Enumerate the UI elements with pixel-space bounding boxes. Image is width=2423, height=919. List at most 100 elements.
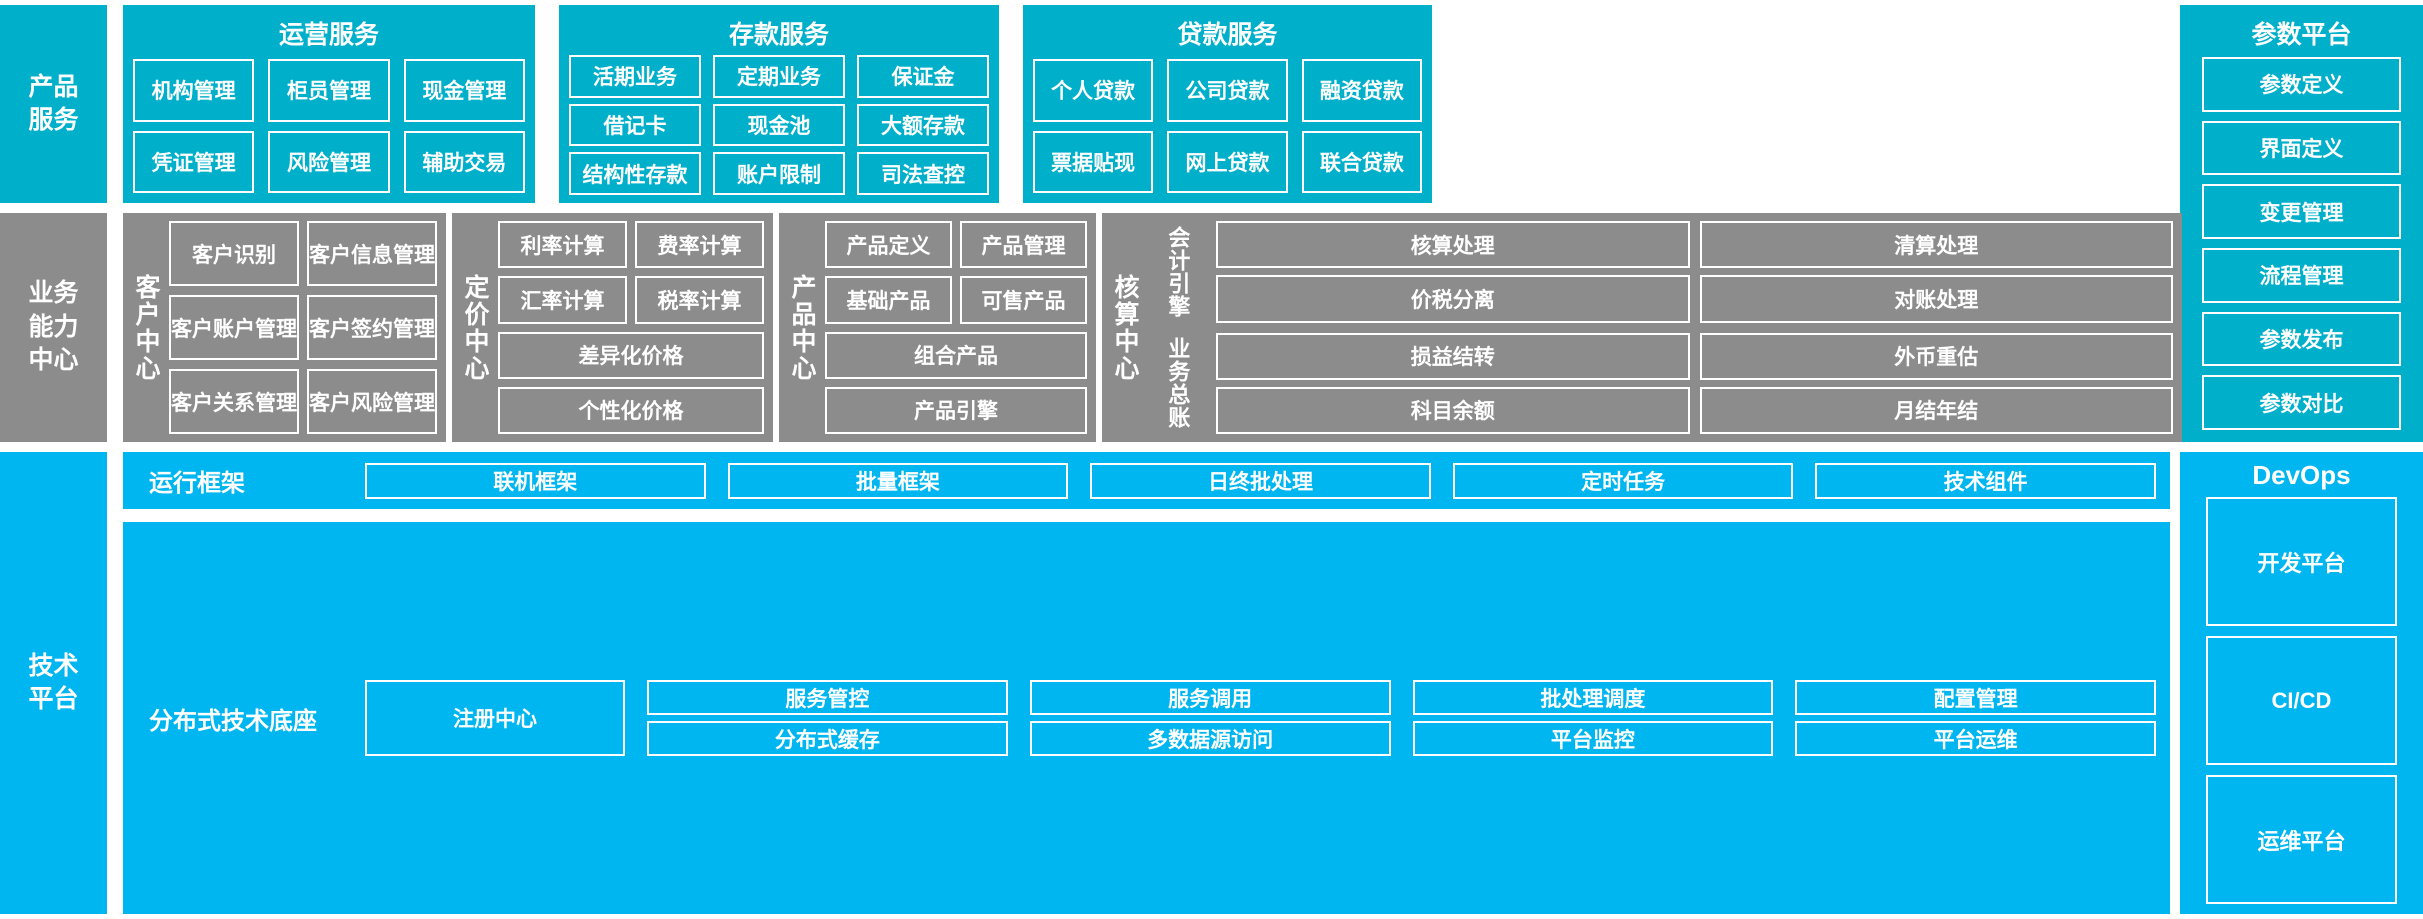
cell-customer-center-3[interactable]: 客户签约管理 xyxy=(307,295,437,360)
cell-pricing-center-2[interactable]: 汇率计算 xyxy=(498,276,627,324)
distributed-base-body: 注册中心 服务管控 服务调用 批处理调度 配置管理 分布式缓存 多数据源访问 平… xyxy=(365,680,2156,756)
cell-distributed-base-5[interactable]: 多数据源访问 xyxy=(1029,721,1391,756)
loan-service-grid: 个人贷款 公司贷款 融资贷款 票据贴现 网上贷款 联合贷款 xyxy=(1023,51,1432,203)
cell-customer-center-4[interactable]: 客户关系管理 xyxy=(169,369,299,434)
vertical-label-accounting-center: 核算中心 xyxy=(1111,273,1139,382)
cell-pricing-center-3[interactable]: 税率计算 xyxy=(635,276,764,324)
cell-product-center-wide-0[interactable]: 组合产品 xyxy=(825,331,1087,379)
cell-devops-0[interactable]: 开发平台 xyxy=(2206,497,2397,626)
technical-platform-stack: 运行框架 联机框架 批量框架 日终批处理 定时任务 技术组件 分布式技术底座 注… xyxy=(123,452,2170,914)
cell-customer-center-2[interactable]: 客户账户管理 xyxy=(169,295,299,360)
cell-deposit-service-4[interactable]: 现金池 xyxy=(713,103,845,147)
cell-runtime-framework-3[interactable]: 定时任务 xyxy=(1452,462,1794,499)
cell-deposit-service-3[interactable]: 借记卡 xyxy=(569,103,701,147)
cell-runtime-framework-1[interactable]: 批量框架 xyxy=(727,462,1069,499)
cell-operation-service-2[interactable]: 现金管理 xyxy=(403,59,525,122)
cell-devops-1[interactable]: CI/CD xyxy=(2206,636,2397,765)
layer-label-line-1: 业务 xyxy=(28,279,79,308)
cell-loan-service-5[interactable]: 联合贷款 xyxy=(1301,130,1422,193)
cell-distributed-base-6[interactable]: 平台监控 xyxy=(1412,721,1774,756)
cell-loan-service-2[interactable]: 融资贷款 xyxy=(1301,59,1422,122)
cell-distributed-base-3[interactable]: 配置管理 xyxy=(1795,680,2156,715)
parameter-platform-list: 参数定义 界面定义 变更管理 流程管理 参数发布 参数对比 xyxy=(2180,57,2423,434)
cell-product-center-3[interactable]: 可售产品 xyxy=(960,276,1087,324)
cell-runtime-framework-4[interactable]: 技术组件 xyxy=(1815,462,2156,499)
cell-product-center-0[interactable]: 产品定义 xyxy=(825,221,952,269)
cell-loan-service-1[interactable]: 公司贷款 xyxy=(1167,59,1288,122)
row-title-runtime-framework: 运行框架 xyxy=(149,470,245,497)
cell-loan-service-0[interactable]: 个人贷款 xyxy=(1033,59,1154,122)
distributed-base-registry: 注册中心 xyxy=(365,680,625,756)
runtime-framework-cells: 联机框架 批量框架 日终批处理 定时任务 技术组件 xyxy=(365,462,2156,499)
cell-devops-2[interactable]: 运维平台 xyxy=(2206,775,2397,904)
cell-operation-service-3[interactable]: 凭证管理 xyxy=(133,130,255,193)
distributed-base-cells: 服务管控 服务调用 批处理调度 配置管理 分布式缓存 多数据源访问 平台监控 平… xyxy=(647,680,2156,756)
cell-customer-center-0[interactable]: 客户识别 xyxy=(169,221,299,286)
cell-operation-service-0[interactable]: 机构管理 xyxy=(133,59,255,122)
pricing-center-body: 定价中心 利率计算 费率计算 汇率计算 税率计算 差异化价格 个性化价格 xyxy=(452,213,773,442)
panel-title-devops: DevOps xyxy=(2252,460,2351,490)
cell-general-ledger-3[interactable]: 月结年结 xyxy=(1699,386,2173,434)
row-title-distributed-base: 分布式技术底座 xyxy=(149,707,317,735)
cell-general-ledger-0[interactable]: 损益结转 xyxy=(1216,332,1690,380)
cell-deposit-service-2[interactable]: 保证金 xyxy=(857,55,989,98)
cell-parameter-platform-5[interactable]: 参数对比 xyxy=(2202,375,2401,430)
cell-parameter-platform-4[interactable]: 参数发布 xyxy=(2202,311,2401,367)
panel-accounting-center: 核算中心 会计引擎 核算处理 清算处理 价税分离 对账处理 业务总账 xyxy=(1102,213,2182,442)
cell-general-ledger-1[interactable]: 外币重估 xyxy=(1699,332,2173,380)
row-distributed-base: 分布式技术底座 注册中心 服务管控 服务调用 批处理调度 配置管理 分布式缓存 … xyxy=(123,522,2170,914)
cell-deposit-service-8[interactable]: 司法查控 xyxy=(857,152,989,195)
cell-loan-service-3[interactable]: 票据贴现 xyxy=(1033,130,1154,193)
cell-pricing-center-1[interactable]: 费率计算 xyxy=(635,221,764,269)
layer-label-technical-platform: 技术 平台 xyxy=(0,452,107,914)
cell-distributed-base-4[interactable]: 分布式缓存 xyxy=(647,721,1008,756)
product-center-grid: 产品定义 产品管理 基础产品 可售产品 组合产品 产品引擎 xyxy=(825,221,1087,434)
cell-pricing-center-wide-0[interactable]: 差异化价格 xyxy=(498,331,764,379)
cell-operation-service-5[interactable]: 辅助交易 xyxy=(403,130,525,193)
accounting-subblock-general-ledger: 业务总账 损益结转 外币重估 科目余额 月结年结 xyxy=(1146,332,2173,434)
cell-parameter-platform-1[interactable]: 界面定义 xyxy=(2202,120,2401,176)
cell-customer-center-5[interactable]: 客户风险管理 xyxy=(307,369,437,434)
cell-runtime-framework-0[interactable]: 联机框架 xyxy=(365,462,706,499)
cell-deposit-service-1[interactable]: 定期业务 xyxy=(713,55,845,98)
cell-pricing-center-wide-1[interactable]: 个性化价格 xyxy=(498,386,764,434)
cell-operation-service-4[interactable]: 风险管理 xyxy=(268,130,390,193)
cell-deposit-service-5[interactable]: 大额存款 xyxy=(857,103,989,147)
panel-title-parameter-platform: 参数平台 xyxy=(2251,21,2352,49)
cell-general-ledger-2[interactable]: 科目余额 xyxy=(1216,386,1690,434)
cell-parameter-platform-0[interactable]: 参数定义 xyxy=(2202,57,2401,112)
operation-service-grid: 机构管理 柜员管理 现金管理 凭证管理 风险管理 辅助交易 xyxy=(123,51,535,203)
panel-title-loan-service: 贷款服务 xyxy=(1177,21,1278,49)
cell-deposit-service-6[interactable]: 结构性存款 xyxy=(569,152,701,195)
row-runtime-framework: 运行框架 联机框架 批量框架 日终批处理 定时任务 技术组件 xyxy=(123,452,2170,509)
cell-accounting-engine-2[interactable]: 价税分离 xyxy=(1216,275,1690,323)
cell-distributed-base-registry[interactable]: 注册中心 xyxy=(365,680,625,756)
cell-loan-service-4[interactable]: 网上贷款 xyxy=(1167,130,1288,193)
cell-distributed-base-7[interactable]: 平台运维 xyxy=(1795,721,2156,756)
accounting-engine-grid: 核算处理 清算处理 价税分离 对账处理 xyxy=(1216,221,2173,323)
cell-distributed-base-0[interactable]: 服务管控 xyxy=(647,680,1008,715)
cell-parameter-platform-2[interactable]: 变更管理 xyxy=(2202,184,2401,239)
cell-customer-center-1[interactable]: 客户信息管理 xyxy=(307,221,437,286)
cell-product-center-1[interactable]: 产品管理 xyxy=(960,221,1087,269)
layer-label-line-3: 中心 xyxy=(28,346,79,375)
cell-accounting-engine-0[interactable]: 核算处理 xyxy=(1216,221,1690,269)
cell-product-center-wide-1[interactable]: 产品引擎 xyxy=(825,386,1087,434)
cell-product-center-2[interactable]: 基础产品 xyxy=(825,276,952,324)
cell-operation-service-1[interactable]: 柜员管理 xyxy=(268,59,390,122)
devops-list: 开发平台 CI/CD 运维平台 xyxy=(2180,497,2423,904)
vertical-label-customer-center: 客户中心 xyxy=(132,273,160,382)
cell-distributed-base-2[interactable]: 批处理调度 xyxy=(1412,680,1774,715)
product-services-layer: 产品 服务 运营服务 机构管理 柜员管理 现金管理 凭证管理 风险管理 辅助交易… xyxy=(0,5,2423,203)
cell-runtime-framework-2[interactable]: 日终批处理 xyxy=(1090,462,1431,499)
cell-deposit-service-0[interactable]: 活期业务 xyxy=(569,55,701,98)
panel-operation-service: 运营服务 机构管理 柜员管理 现金管理 凭证管理 风险管理 辅助交易 xyxy=(123,5,535,203)
cell-deposit-service-7[interactable]: 账户限制 xyxy=(713,152,845,195)
cell-accounting-engine-1[interactable]: 清算处理 xyxy=(1699,221,2173,269)
cell-pricing-center-0[interactable]: 利率计算 xyxy=(498,221,627,269)
vertical-label-pricing-center: 定价中心 xyxy=(461,273,489,382)
cell-accounting-engine-3[interactable]: 对账处理 xyxy=(1699,275,2173,323)
cell-distributed-base-1[interactable]: 服务调用 xyxy=(1029,680,1391,715)
cell-parameter-platform-3[interactable]: 流程管理 xyxy=(2202,248,2401,303)
